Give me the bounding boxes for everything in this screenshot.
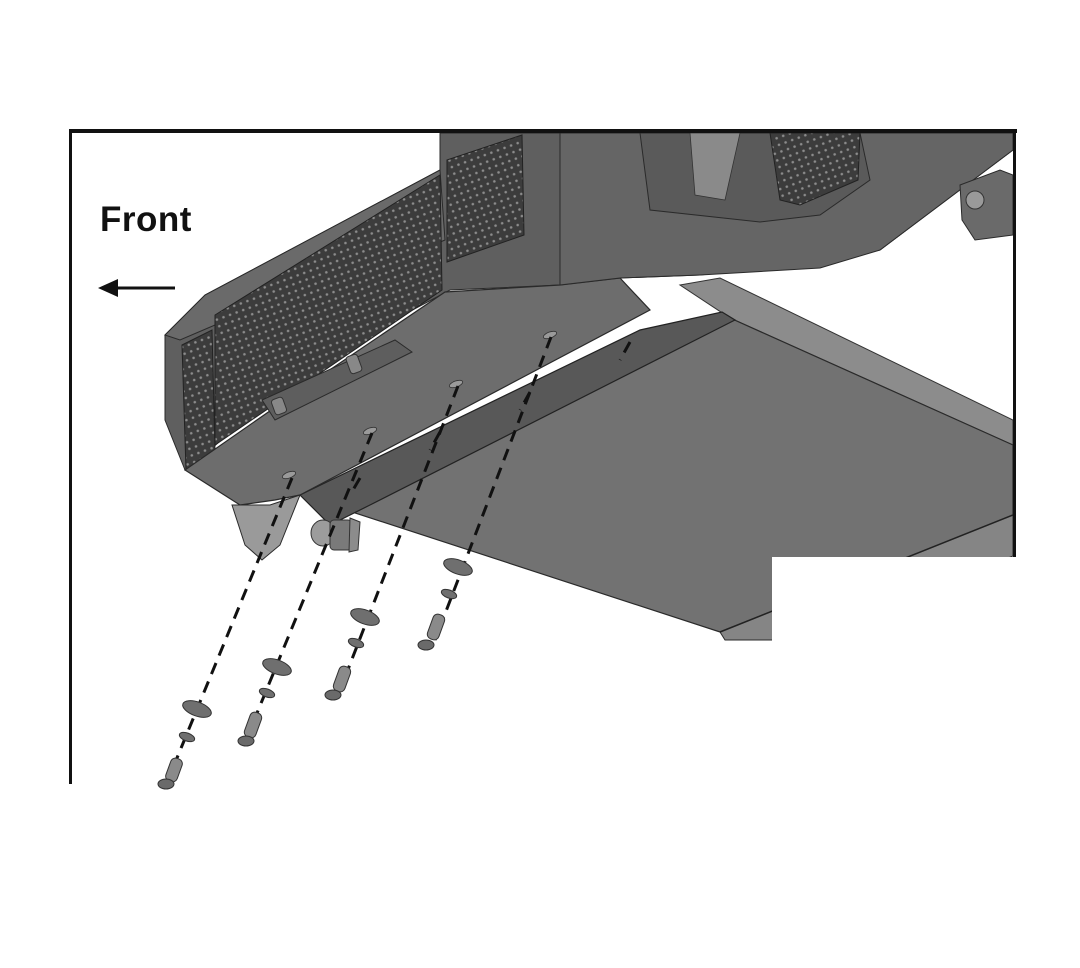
front-direction-label: Front: [100, 200, 192, 239]
frame-border-left: [69, 129, 72, 784]
hardware-set-3: [324, 608, 380, 701]
bumper: [164, 133, 1013, 561]
frame-border-top: [69, 129, 1017, 133]
mounting-nut: [310, 517, 361, 553]
alignment-lines: [168, 336, 632, 776]
hardware-set-2: [237, 658, 292, 747]
frame-border-right: [1013, 129, 1016, 557]
left-arrow-icon: [98, 279, 175, 297]
hardware-set-1: [157, 700, 212, 790]
hardware-set-4: [417, 558, 473, 651]
